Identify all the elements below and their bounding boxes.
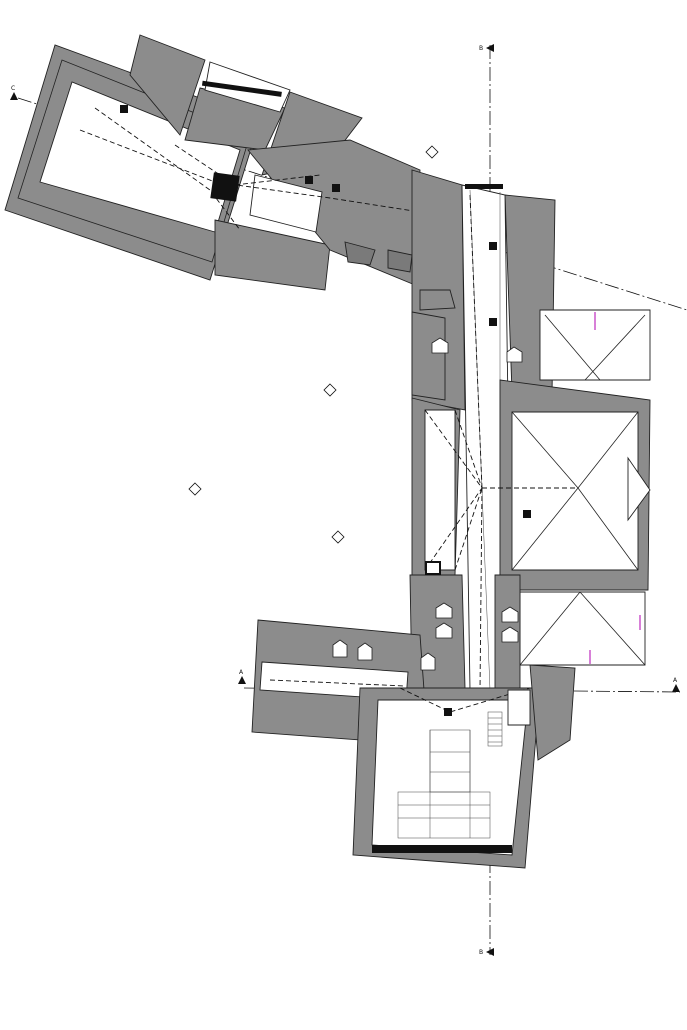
- section-arrow-icon: [672, 684, 680, 692]
- roof-window-icon: [332, 184, 340, 192]
- section-arrow-icon: [486, 948, 494, 956]
- stair-icon: [487, 711, 503, 747]
- south-wing: [352, 664, 576, 869]
- central-wing: [409, 169, 651, 691]
- elevation-marker-icon: [425, 145, 439, 159]
- section-label-b-bottom: B: [479, 949, 483, 956]
- elevation-marker-icon: [323, 383, 337, 397]
- section-arrow-icon: [486, 44, 494, 52]
- elevation-marker-icon: [331, 530, 345, 544]
- roof-window-icon: [120, 105, 128, 113]
- roof-window-markers: [120, 105, 531, 716]
- roof-window-icon: [444, 708, 452, 716]
- northwest-wing: [4, 34, 466, 291]
- section-label-b-top: B: [479, 45, 483, 52]
- roof-window-icon: [489, 318, 497, 326]
- elevation-markers: [188, 145, 439, 544]
- chimney-icon: [210, 172, 240, 202]
- roof-window-icon: [523, 510, 531, 518]
- section-arrow-icon: [238, 676, 246, 684]
- section-label-c: C: [11, 85, 15, 92]
- roof-window-icon: [305, 176, 313, 184]
- elevation-marker-icon: [188, 482, 202, 496]
- section-label-a-right: A: [673, 677, 678, 684]
- roof-window-icon: [489, 242, 497, 250]
- section-arrow-icon: [10, 92, 18, 100]
- section-markers: C A A B B: [10, 44, 680, 956]
- section-label-a-left: A: [239, 669, 244, 676]
